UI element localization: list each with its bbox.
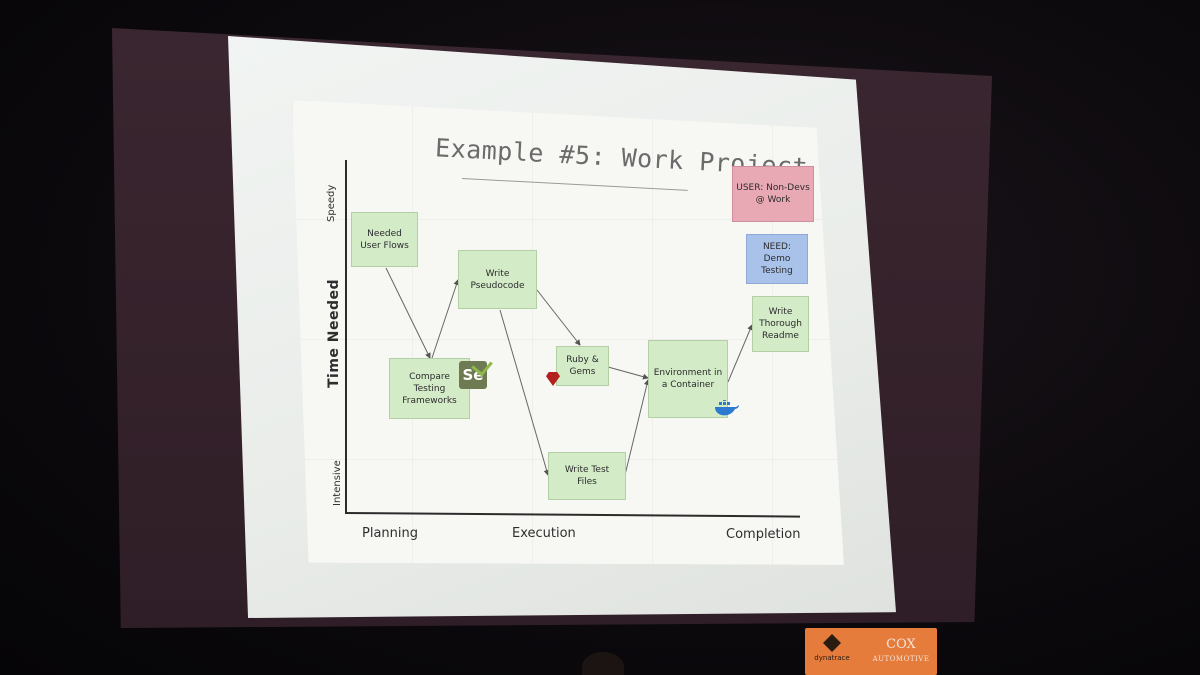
box-write-thorough-readme: Write Thorough Readme — [752, 296, 809, 352]
selenium-icon-text: Se — [462, 366, 484, 384]
cox-subtitle: AUTOMOTIVE — [872, 655, 930, 663]
dynatrace-logo-icon — [823, 634, 841, 652]
x-axis-right-label: Completion — [726, 527, 801, 542]
x-axis-left-label: Planning — [362, 526, 418, 541]
audience-head — [582, 652, 624, 675]
cox-automotive-logo: COX AUTOMOTIVE — [868, 638, 934, 668]
x-axis-middle-label: Execution — [512, 526, 576, 541]
box-write-test-files: Write Test Files — [548, 452, 626, 500]
box-compare-testing-frameworks: Compare Testing Frameworks — [389, 358, 470, 419]
cox-wordmark: COX — [886, 637, 916, 652]
docker-whale-icon — [715, 400, 739, 416]
selenium-icon: Se — [459, 361, 487, 389]
dynatrace-logo-block: dynatrace — [808, 632, 856, 672]
box-need-demo-testing: NEED: Demo Testing — [746, 234, 808, 284]
y-axis-bottom-label: Intensive — [332, 460, 343, 506]
y-axis-top-label: Speedy — [326, 184, 337, 222]
box-environment-in-container: Environment in a Container — [648, 340, 728, 418]
y-axis-line — [345, 160, 347, 513]
box-write-pseudocode: Write Pseudocode — [458, 250, 537, 309]
y-axis-label: Time Needed — [326, 278, 342, 388]
sponsor-banner — [805, 628, 937, 675]
dynatrace-wordmark: dynatrace — [814, 654, 850, 662]
box-user-non-devs: USER: Non-Devs @ Work — [732, 166, 814, 222]
box-needed-user-flows: Needed User Flows — [351, 212, 418, 267]
box-ruby-gems: Ruby & Gems — [556, 346, 609, 386]
